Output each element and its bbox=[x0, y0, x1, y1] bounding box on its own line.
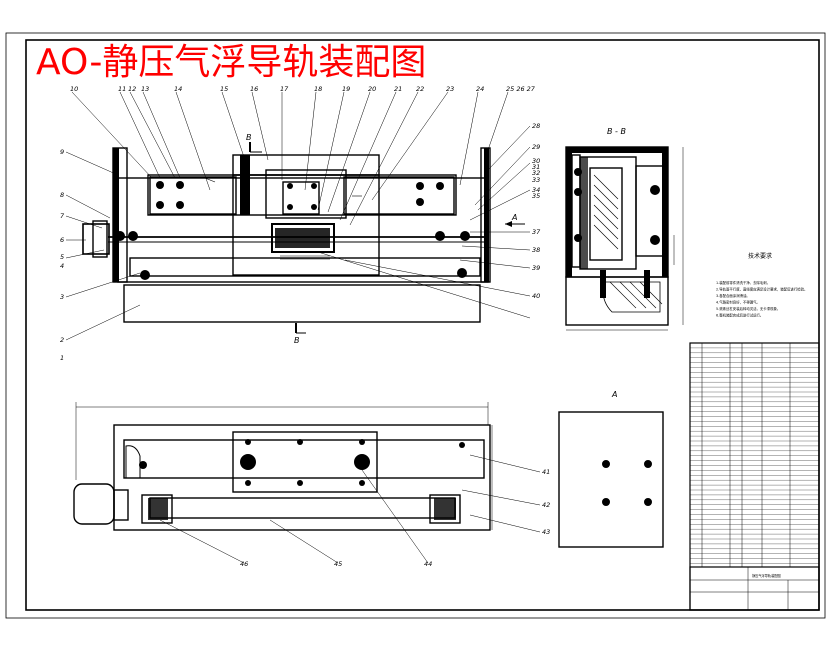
balloon-label: 22 bbox=[416, 85, 424, 93]
balloon-label: 18 bbox=[314, 85, 322, 93]
balloon-label: 45 bbox=[334, 560, 342, 568]
screw-nut bbox=[271, 223, 335, 253]
balloon-label: 5 bbox=[60, 253, 64, 261]
plan-left-bearing bbox=[141, 494, 173, 524]
carriage-inner-block bbox=[265, 169, 347, 219]
balloon-label: 15 bbox=[220, 85, 228, 93]
section-mark-top: B bbox=[246, 133, 262, 153]
balloon-label: 2 bbox=[60, 336, 64, 344]
balloon-label: 7 bbox=[60, 212, 65, 220]
base-plate bbox=[123, 284, 481, 323]
tech-note: 6.整机装配完成后进行试运行。 bbox=[716, 313, 763, 318]
bottom-balloon-labels: 41 42 43 44 45 46 bbox=[240, 468, 550, 568]
right-slider-block bbox=[343, 176, 455, 215]
detail-holes bbox=[602, 460, 652, 506]
view-arrow-a: A bbox=[505, 213, 525, 227]
section-mark-bottom: B bbox=[294, 323, 306, 345]
carriage-body bbox=[232, 174, 380, 276]
balloon-label: 24 bbox=[476, 85, 484, 93]
balloon-label: 20 bbox=[368, 85, 376, 93]
right-balloons bbox=[317, 125, 531, 319]
plan-upper-rail bbox=[123, 439, 485, 479]
section-label: B - B bbox=[607, 127, 626, 136]
left-balloons bbox=[65, 151, 141, 341]
tech-requirements-heading: 技术要求 bbox=[748, 252, 772, 260]
plan-right-bearing bbox=[429, 494, 461, 524]
balloon-label: 17 bbox=[280, 85, 289, 93]
balloon-label: 3 bbox=[60, 293, 64, 301]
balloon-label: 32 bbox=[532, 169, 540, 177]
bottom-balloons bbox=[159, 454, 541, 564]
balloon-label: 6 bbox=[60, 236, 64, 244]
carriage-top bbox=[232, 154, 380, 176]
balloon-label: 21 bbox=[394, 85, 402, 93]
balloon-label: 13 bbox=[141, 85, 149, 93]
top-balloons bbox=[71, 91, 509, 226]
balloon-label: 43 bbox=[542, 528, 550, 536]
balloon-label: 8 bbox=[60, 191, 64, 199]
svg-text:B: B bbox=[246, 133, 252, 142]
detail-plate bbox=[558, 411, 664, 548]
balloon-label: 1 bbox=[60, 354, 64, 362]
balloon-label: 29 bbox=[532, 143, 540, 151]
balloon-label: 44 bbox=[424, 560, 432, 568]
plan-lower-rail bbox=[149, 497, 456, 519]
balloon-label: 38 bbox=[532, 246, 540, 254]
plan-carriage bbox=[232, 431, 378, 493]
parts-list bbox=[689, 342, 820, 611]
balloon-label: 33 bbox=[532, 176, 540, 184]
balloon-label: 41 bbox=[542, 468, 550, 476]
balloon-label: 28 bbox=[532, 122, 540, 130]
balloon-label: 11 bbox=[118, 85, 126, 93]
plan-view bbox=[73, 424, 491, 531]
balloon-label: 40 bbox=[532, 292, 540, 300]
title-block-drawing-name: 静压气浮导轨装配图 bbox=[752, 573, 781, 578]
balloon-label: 14 bbox=[174, 85, 182, 93]
balloon-label: 30 bbox=[532, 157, 540, 165]
balloon-label: 19 bbox=[342, 85, 350, 93]
balloon-label: 31 bbox=[532, 163, 540, 171]
balloon-label: 4 bbox=[60, 262, 64, 270]
tech-note: 4.气路密封良好，不得漏气。 bbox=[716, 300, 760, 305]
plan-motor bbox=[73, 483, 115, 525]
detail-label: A bbox=[611, 390, 617, 399]
lower-plate bbox=[129, 257, 481, 277]
balloon-label: 10 bbox=[70, 85, 78, 93]
motor-housing bbox=[82, 223, 110, 255]
svg-text:B: B bbox=[294, 336, 300, 345]
left-balloon-labels: 9 8 7 6 54 3 2 1 bbox=[60, 148, 65, 362]
balloon-label: 16 bbox=[250, 85, 258, 93]
drawing-title: AO-静压气浮导轨装配图 bbox=[36, 42, 426, 83]
balloon-label: 39 bbox=[532, 264, 540, 272]
tech-note: 5.滚珠丝杠安装后转动灵活，无卡滞现象。 bbox=[716, 306, 780, 311]
plan-dimension bbox=[75, 402, 493, 530]
tech-notes: 1.装配前零件清洗干净，去除毛刺。 2.导轨面平行度、直线度应满足设计要求，装配后… bbox=[716, 280, 807, 318]
carriage-core bbox=[282, 181, 320, 215]
tech-note: 3.各配合面涂润滑油。 bbox=[716, 293, 750, 298]
balloon-label: 23 bbox=[446, 85, 454, 93]
parts-list-rows bbox=[690, 347, 819, 564]
svg-text:A: A bbox=[511, 213, 517, 222]
left-slider-block bbox=[149, 176, 237, 215]
balloon-label: 42 bbox=[542, 501, 550, 509]
balloon-label: 34 bbox=[532, 186, 540, 194]
sheet-inner-border bbox=[25, 39, 820, 611]
balloon-label: 9 bbox=[60, 148, 64, 156]
balloon-label: 25 26 27 bbox=[506, 85, 536, 93]
upper-guide-rail bbox=[147, 174, 457, 216]
sheet-outer-border bbox=[5, 32, 826, 619]
tech-note: 1.装配前零件清洗干净，去除毛刺。 bbox=[716, 280, 770, 285]
balloon-label: 46 bbox=[240, 560, 248, 568]
balloon-label: 12 bbox=[128, 85, 136, 93]
balloon-label: 37 bbox=[532, 228, 541, 236]
plan-outer-frame bbox=[113, 424, 491, 531]
balloon-label: 35 bbox=[532, 192, 540, 200]
tech-note: 2.导轨面平行度、直线度应满足设计要求，装配后进行检验。 bbox=[716, 287, 807, 292]
